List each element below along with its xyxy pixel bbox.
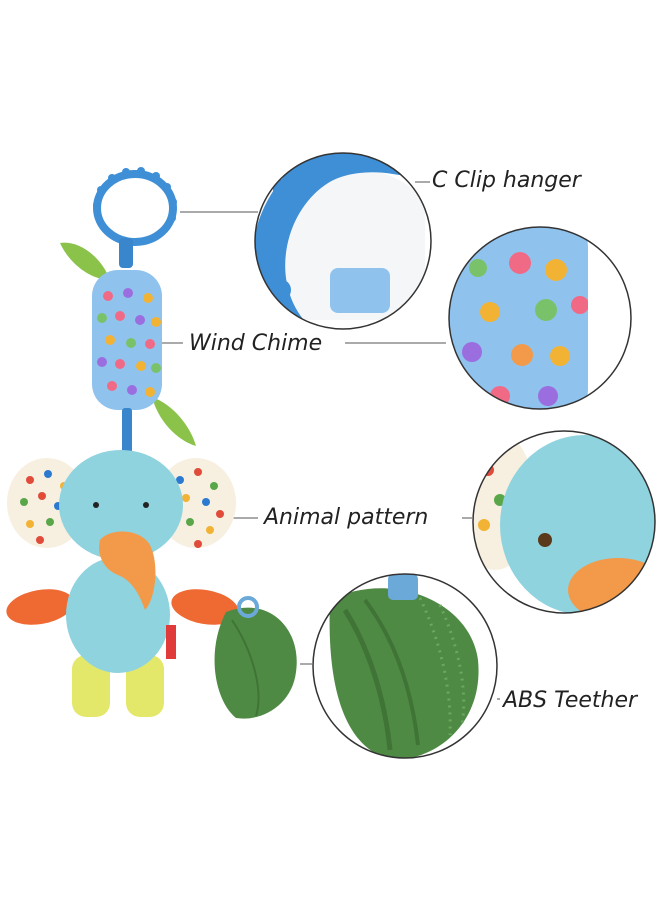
animal-pattern-label: Animal pattern bbox=[264, 505, 429, 530]
leaf-decoration bbox=[60, 242, 110, 280]
wind-chime-label: Wind Chime bbox=[189, 331, 323, 356]
teether-detail-circle bbox=[312, 573, 498, 759]
wind-chime bbox=[92, 270, 162, 410]
leaf-decoration bbox=[152, 397, 196, 446]
clip-ring bbox=[93, 167, 177, 268]
teether-leaf bbox=[214, 596, 297, 719]
chime-detail-circle bbox=[448, 226, 632, 410]
abs-teether-label: ABS Teether bbox=[503, 688, 638, 713]
clip-hanger-label: C Clip hanger bbox=[432, 168, 581, 193]
hanging-toy bbox=[6, 167, 297, 719]
animal-detail-circle bbox=[472, 430, 656, 614]
elephant bbox=[6, 450, 239, 717]
clip-detail-circle bbox=[254, 152, 432, 330]
